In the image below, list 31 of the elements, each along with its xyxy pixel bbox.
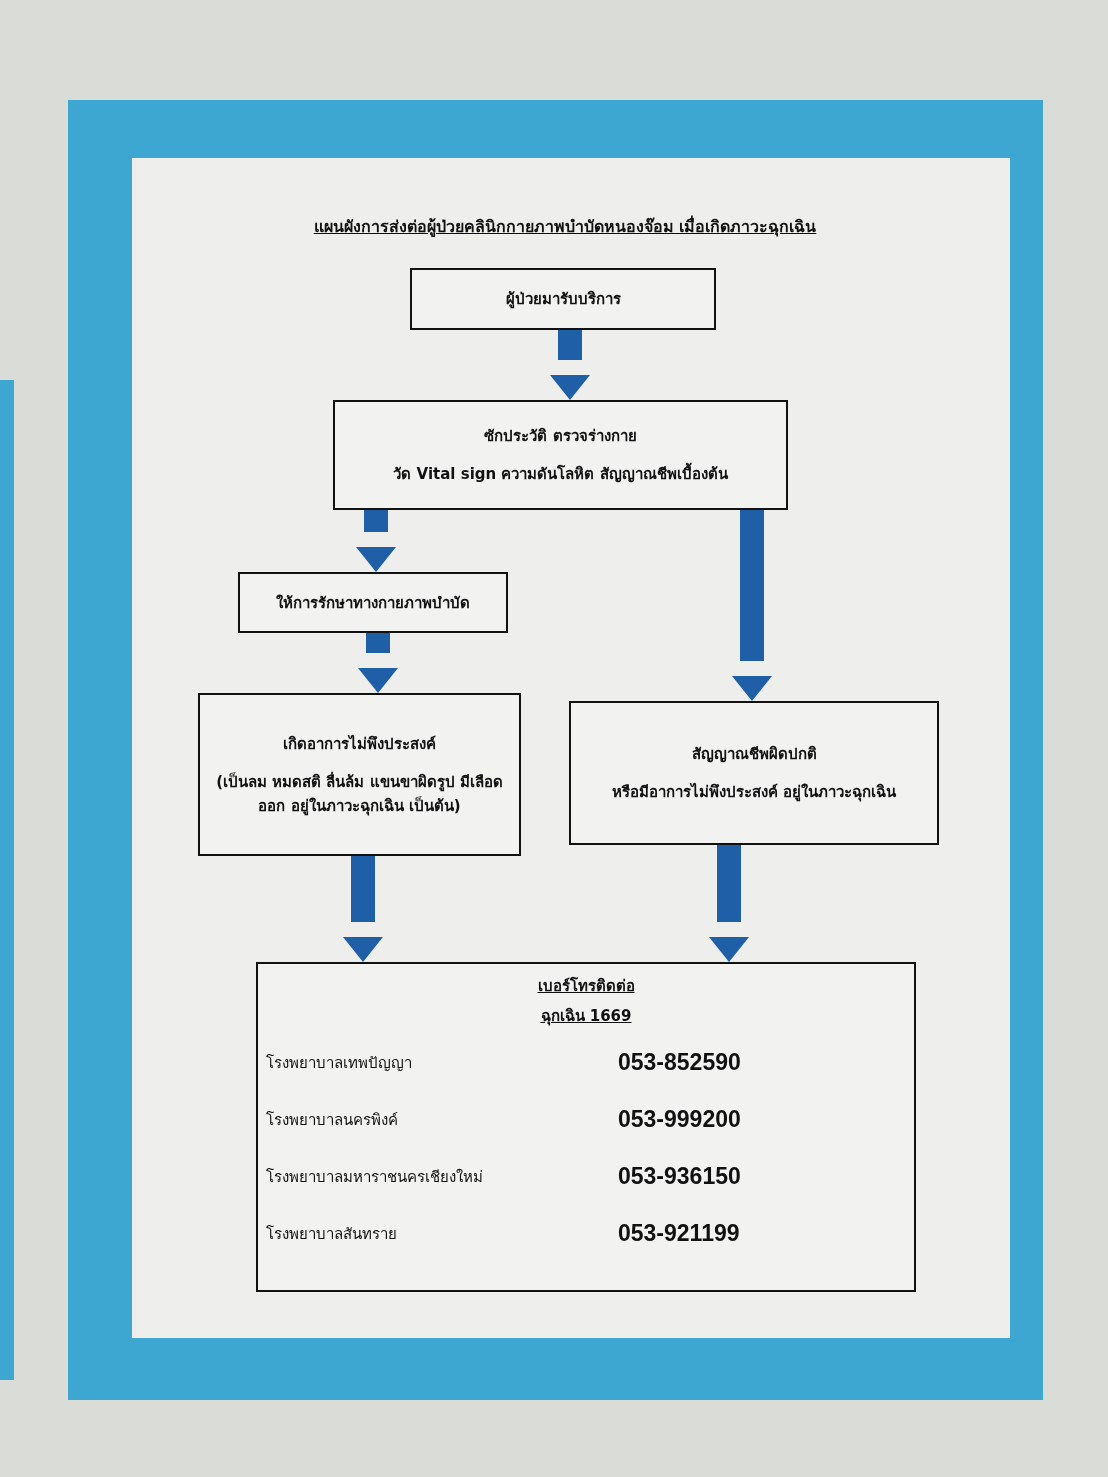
process-box	[569, 701, 939, 845]
process-box	[333, 400, 788, 510]
box-body-text: วัด Vital sign ความดันโลหิต สัญญาณชีพเบื้องต้น	[393, 462, 728, 486]
phone-number: 053-999200	[618, 1106, 741, 1133]
box-text: สัญญาณชีพผิดปกติ	[691, 744, 817, 765]
contact-box	[256, 962, 916, 1292]
box-text: ซักประวัติ ตรวจร่างกาย	[484, 426, 637, 447]
process-box	[410, 268, 716, 330]
block-arrow	[709, 845, 749, 962]
box-body-text: (เป็นลม หมดสติ ลื่นล้ม แขนขาผิดรูป มีเลือดออก อยู่ในภาวะฉุกเฉิน เป็นต้น)	[215, 770, 504, 818]
box-text: ผู้ป่วยมารับบริการ	[505, 289, 621, 311]
hospital-name: โรงพยาบาลสันทราย	[266, 1223, 398, 1245]
contact-heading: เบอร์โทรติดต่อ	[537, 976, 635, 997]
hospital-name: โรงพยาบาลนครพิงค์	[266, 1109, 399, 1131]
poster-title: แผนผังการส่งต่อผู้ป่วยคลินิกกายภาพบำบัดหนองจ๊อม เมื่อเกิดภาวะฉุกเฉิน	[312, 214, 818, 239]
phone-number: 053-852590	[618, 1049, 741, 1076]
box-text: ให้การรักษาทางกายภาพบำบัด	[276, 592, 470, 614]
block-arrow	[343, 856, 383, 962]
phone-number: 053-936150	[618, 1163, 741, 1190]
block-arrow	[356, 510, 396, 572]
block-arrow	[358, 633, 398, 693]
process-box	[198, 693, 521, 856]
phone-number: 053-921199	[618, 1220, 740, 1247]
block-arrow	[550, 330, 590, 400]
block-arrow	[732, 510, 772, 701]
hospital-name: โรงพยาบาลมหาราชนครเชียงใหม่	[266, 1166, 484, 1188]
box-body-text: หรือมีอาการไม่พึงประสงค์ อยู่ในภาวะฉุกเฉิน	[611, 781, 897, 804]
contact-heading: ฉุกเฉิน 1669	[540, 1006, 632, 1028]
hospital-name: โรงพยาบาลเทพปัญญา	[266, 1052, 413, 1074]
box-text: เกิดอาการไม่พึงประสงค์	[283, 733, 436, 755]
process-box	[238, 572, 508, 633]
